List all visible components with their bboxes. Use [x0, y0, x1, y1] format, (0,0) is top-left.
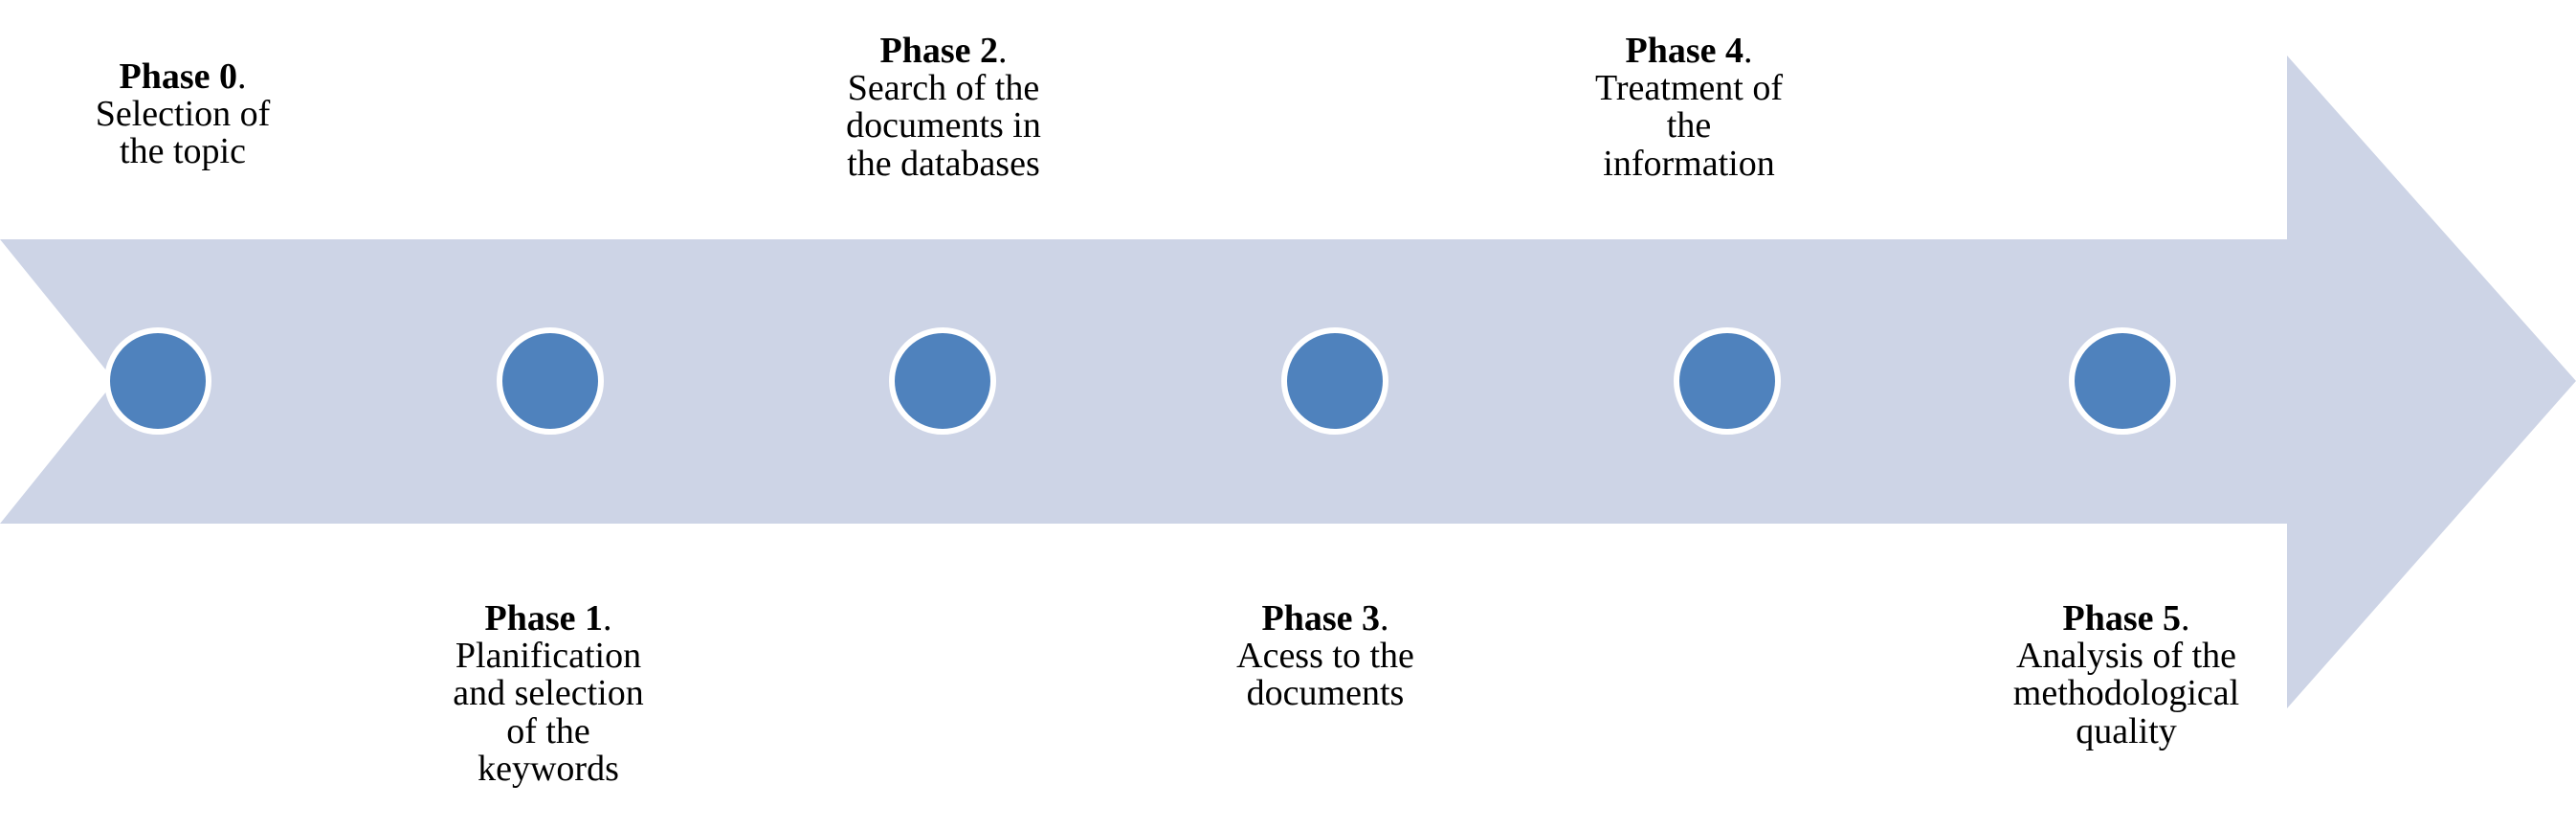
- phase-title-4: Phase 4.: [1625, 31, 1753, 72]
- phase-description-4: Treatment of the information: [1595, 68, 1783, 184]
- phase-node-1[interactable]: [497, 327, 604, 435]
- phase-description-1: Planification and selection of the keywo…: [453, 636, 644, 789]
- phase-node-2[interactable]: [889, 327, 996, 435]
- phase-label-0: Phase 0. Selection of the topic: [96, 21, 271, 209]
- phase-label-5: Phase 5. Analysis of the methodological …: [2013, 563, 2239, 788]
- phase-label-4: Phase 4. Treatment of the information: [1595, 0, 1783, 220]
- phase-node-4[interactable]: [1674, 327, 1781, 435]
- phase-title-5: Phase 5.: [2062, 598, 2190, 639]
- phase-description-2: Search of the documents in the databases: [846, 68, 1041, 184]
- phase-title-1: Phase 1.: [484, 598, 612, 639]
- phase-node-3[interactable]: [1281, 327, 1388, 435]
- phase-label-1: Phase 1. Planification and selection of …: [453, 563, 643, 825]
- phase-node-5[interactable]: [2069, 327, 2176, 435]
- phase-title-0: Phase 0.: [119, 56, 247, 98]
- phase-description-0: Selection of the topic: [95, 94, 271, 172]
- phase-label-2: Phase 2. Search of the documents in the …: [846, 0, 1041, 220]
- phase-node-0[interactable]: [104, 327, 211, 435]
- phase-label-3: Phase 3. Acess to the documents: [1236, 563, 1414, 751]
- phase-description-5: Analysis of the methodological quality: [2012, 636, 2240, 751]
- phase-description-3: Acess to the documents: [1236, 636, 1414, 714]
- phase-title-3: Phase 3.: [1261, 598, 1389, 639]
- phase-title-2: Phase 2.: [879, 31, 1008, 72]
